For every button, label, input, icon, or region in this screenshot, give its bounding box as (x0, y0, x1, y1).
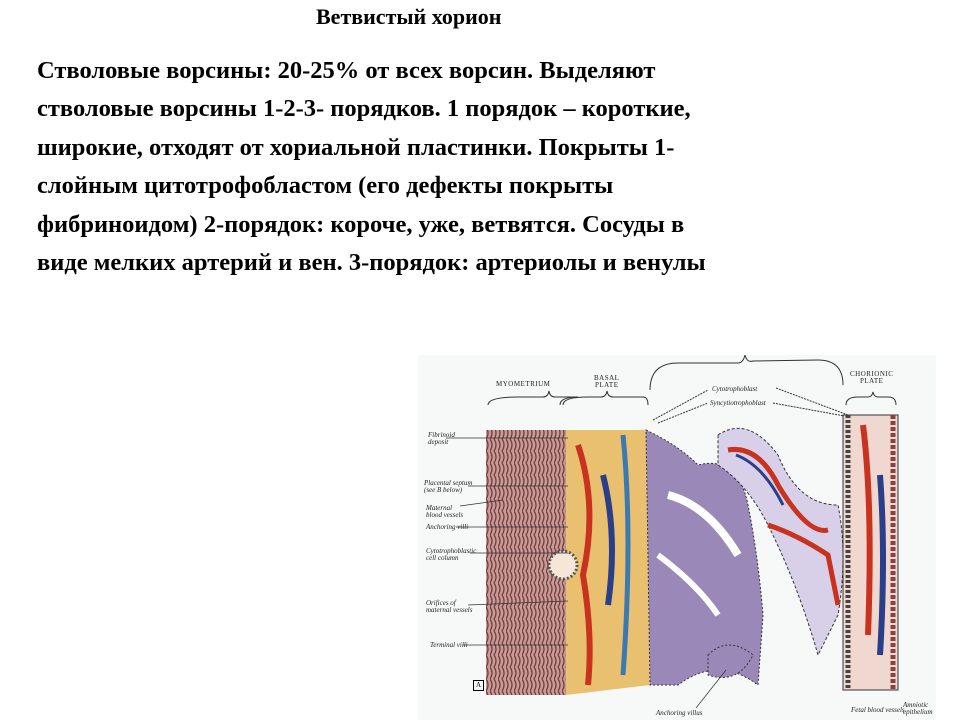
label-septum: Placental septum (see B below) (424, 479, 473, 494)
caption-basal-plate: BASAL PLATE (594, 374, 620, 389)
label-orifices: Orifices of maternal vessels (426, 599, 473, 614)
caption-myometrium: MYOMETRIUM (496, 380, 551, 388)
slide-body-text: Стволовые ворсины: 20-25% от всех ворсин… (37, 52, 937, 282)
label-fibrinoid: Fibrinoid deposit (428, 431, 455, 446)
placenta-diagram: MYOMETRIUM BASAL PLATE CHORIONIC PLATE C… (418, 355, 936, 720)
label-cell-column: Cytotrophoblastic cell column (426, 547, 477, 562)
basal-plate (566, 430, 650, 695)
brace-myometrium (487, 390, 579, 406)
body-line: виде мелких артерий и вен. 3-порядок: ар… (37, 249, 706, 277)
body-line: стволовые ворсины 1-2-3- порядков. 1 пор… (37, 95, 691, 123)
body-line: фибриноидом) 2-порядок: короче, уже, вет… (37, 210, 685, 238)
caption-chorionic-plate: CHORIONIC PLATE (850, 370, 894, 385)
slide-title: Ветвистый хорион (316, 4, 502, 29)
label-leaders (446, 437, 727, 709)
body-line: слойным цитотрофобластом (его дефекты по… (37, 172, 614, 200)
panel-letter: A (473, 680, 484, 691)
label-fetal-vessels: Fetal blood vessels (851, 706, 905, 714)
label-syncytiotrophoblast: Syncytiotrophoblast (710, 399, 766, 407)
label-terminal-villi: Terminal villi (430, 641, 468, 649)
body-line: Стволовые ворсины: 20-25% от всех ворсин… (37, 57, 656, 84)
label-amniotic-epithelium: Amniotic epithelium (903, 701, 933, 716)
stem-villus (717, 427, 844, 657)
label-anchoring-villus: Anchoring villus (656, 709, 703, 717)
label-maternal-vessels: Maternal blood vessels (426, 504, 464, 519)
label-cytotrophoblast: Cytotrophoblast (712, 385, 758, 393)
placenta-illustration (446, 355, 899, 709)
body-line: широкие, отходят от хориальной пластинки… (37, 133, 675, 161)
label-anchoring-villi: Anchoring villi (426, 523, 469, 531)
